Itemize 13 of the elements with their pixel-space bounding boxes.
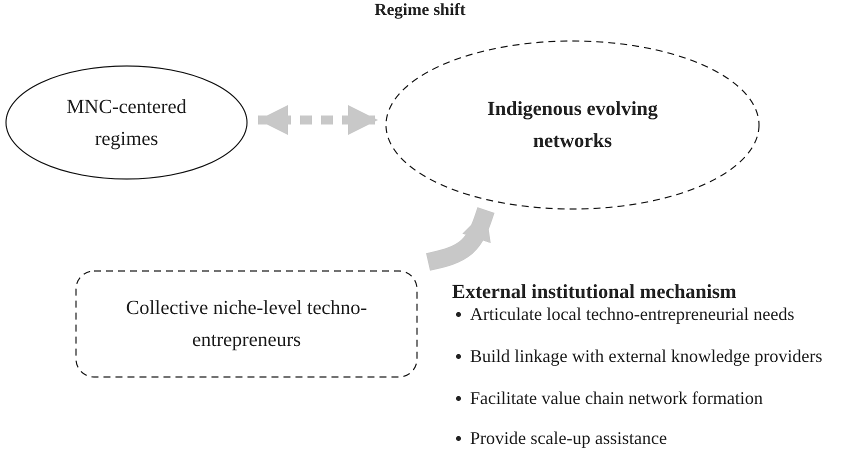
node-text: Collective niche-level techno-entrepreneurs bbox=[124, 296, 368, 353]
ellipse-node bbox=[385, 40, 760, 210]
bullet-item: Provide scale-up assistance bbox=[470, 427, 668, 450]
ellipse-node bbox=[5, 65, 248, 180]
bullet-item: Facilitate value chain network formation bbox=[470, 387, 764, 410]
node-text: MNC-centered regimes bbox=[66, 94, 188, 152]
node-text: Indigenous evolving networks bbox=[486, 97, 659, 154]
bullet-item: Articulate local techno-entrepreneurial needs bbox=[470, 303, 796, 326]
bullet-item: Build linkage with external knowledge providers bbox=[470, 345, 824, 368]
section-heading: External institutional mechanism bbox=[452, 280, 738, 305]
arrow bbox=[258, 105, 378, 135]
rounded-box bbox=[75, 270, 418, 378]
diagram-title: Regime shift bbox=[373, 0, 467, 20]
